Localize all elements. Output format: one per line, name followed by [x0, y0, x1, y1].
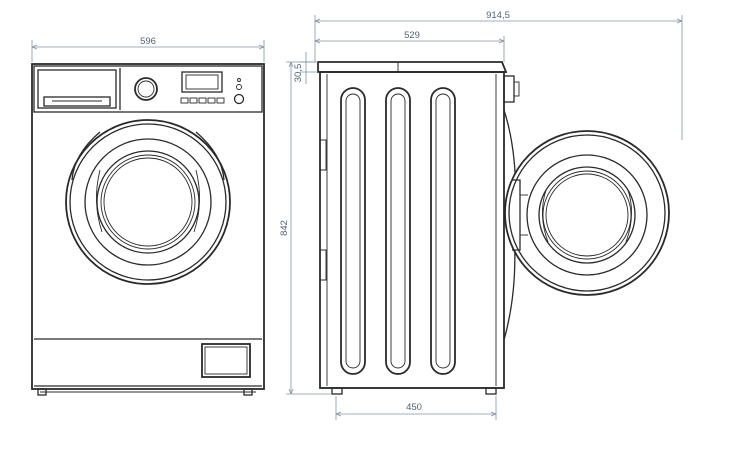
button-row: [180, 97, 225, 104]
detergent-drawer: [37, 69, 117, 109]
front-view: [31, 63, 265, 396]
side-groove-2: [385, 87, 411, 375]
dim-total-height: [286, 61, 332, 395]
dim-total-depth-label: 914,5: [486, 10, 510, 21]
side-body-outline: [319, 71, 505, 389]
display-window: [181, 71, 223, 93]
front-foot-left: [37, 388, 47, 396]
dim-top-height-label: 30,5: [293, 64, 304, 83]
dim-body-depth-label: 529: [404, 30, 420, 41]
side-view: [317, 61, 520, 395]
side-top-lid: [317, 61, 508, 73]
open-door: [504, 130, 670, 296]
front-door: [65, 119, 231, 285]
side-groove-3: [430, 87, 456, 375]
dim-front-width-label: 596: [140, 36, 156, 47]
dim-base-depth: [335, 396, 497, 420]
power-button: [233, 93, 245, 105]
front-foot-right: [243, 388, 253, 396]
front-control-panel: [33, 65, 263, 113]
drawer-handle: [43, 96, 111, 107]
dim-base-depth-label: 450: [406, 402, 422, 413]
dim-total-height-label: 842: [279, 220, 290, 236]
side-foot-right: [485, 387, 497, 395]
dim-total-depth: [314, 15, 683, 140]
dim-front-width: [31, 40, 265, 62]
front-body-outline: [31, 63, 265, 390]
side-foot-left: [331, 387, 343, 395]
side-groove-1: [340, 87, 366, 375]
dim-body-depth: [314, 36, 505, 62]
filter-cover: [201, 343, 251, 378]
program-knob: [134, 77, 158, 101]
